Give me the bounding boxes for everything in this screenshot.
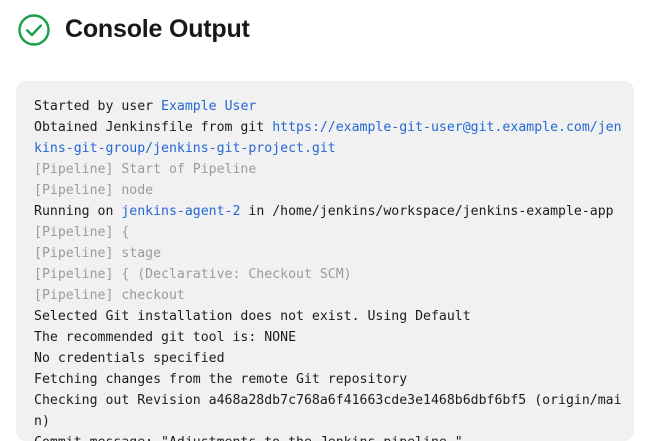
- line-pipeline-node: [Pipeline] node: [34, 183, 154, 198]
- line-recommended-git-tool: The recommended git tool is: NONE: [34, 330, 297, 345]
- line-obtained-jenkinsfile: Obtained Jenkinsfile from git https://ex…: [34, 120, 622, 156]
- console-link[interactable]: Example User: [161, 99, 257, 114]
- line-fetching-changes: Fetching changes from the remote Git rep…: [34, 372, 408, 387]
- console-link[interactable]: https://example-git-user@git.example.com…: [34, 120, 622, 156]
- line-commit-message: Commit message: "Adjustments to the Jenk…: [34, 432, 622, 441]
- check-circle-icon: [17, 13, 51, 47]
- line-no-credentials: No credentials specified: [34, 351, 225, 366]
- line-pipeline-start-of-pipeline: [Pipeline] Start of Pipeline: [34, 162, 257, 177]
- line-started-by-user: Started by user Example User: [34, 99, 257, 114]
- line-selected-git-installation: Selected Git installation does not exist…: [34, 309, 471, 324]
- line-pipeline-stage: [Pipeline] stage: [34, 246, 162, 261]
- line-running-on: Running on jenkins-agent-2 in /home/jenk…: [34, 204, 614, 219]
- line-pipeline-checkout: [Pipeline] checkout: [34, 288, 185, 303]
- line-pipeline-open-brace: [Pipeline] {: [34, 225, 130, 240]
- page-title: Console Output: [65, 15, 250, 43]
- line-checking-out-revision: Checking out Revision a468a28db7c768a6f4…: [34, 393, 622, 429]
- console-link[interactable]: jenkins-agent-2: [121, 204, 241, 219]
- page-header: Console Output: [0, 0, 650, 47]
- line-pipeline-declarative-checkout-scm: [Pipeline] { (Declarative: Checkout SCM): [34, 267, 352, 282]
